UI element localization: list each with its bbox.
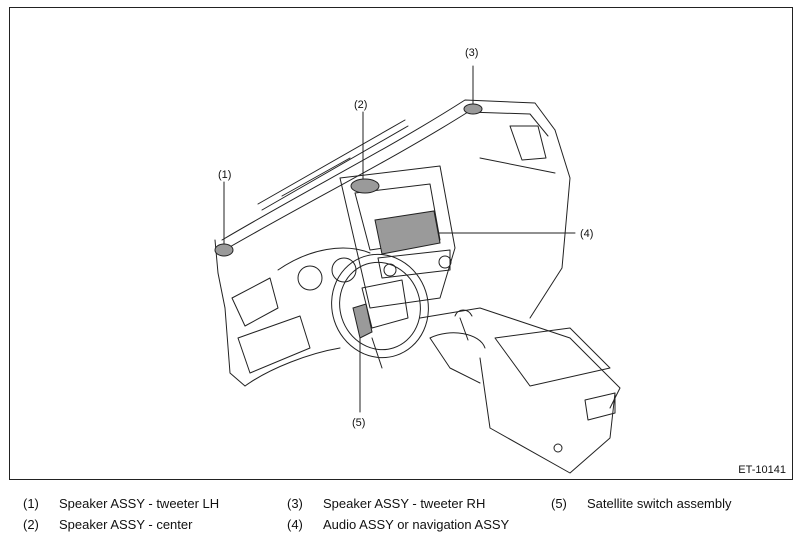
legend-num: (3): [287, 496, 303, 511]
diagram-frame: (1) (2) (3) (4) (5) ET-10141: [9, 7, 793, 480]
steering-wheel-rim: [331, 253, 429, 359]
steering-column: [371, 337, 383, 369]
legend-num: (2): [23, 517, 39, 532]
dash-top-edge-inner: [227, 111, 549, 249]
callout-1: (1): [218, 169, 231, 181]
callout-4: (4): [580, 228, 593, 240]
legend-text: Speaker ASSY - tweeter LH: [59, 496, 220, 511]
console-side: [479, 357, 616, 474]
legend-text: Audio ASSY or navigation ASSY: [323, 517, 510, 532]
steering-wheel-rim-inner: [339, 261, 421, 351]
defrost-vent-2: [281, 157, 351, 197]
callout-3: (3): [465, 47, 478, 59]
dash-left-lower: [237, 315, 311, 374]
callout-5: (5): [352, 417, 365, 429]
figure-id: ET-10141: [738, 464, 786, 476]
legend-text: Satellite switch assembly: [587, 496, 732, 511]
legend-num: (4): [287, 517, 303, 532]
audio-unit-part: [374, 210, 441, 255]
legend-text: Speaker ASSY - tweeter RH: [323, 496, 486, 511]
gauge-left: [297, 265, 323, 291]
console-top: [419, 307, 621, 409]
dash-left-side: [214, 239, 246, 387]
dash-right-vent: [509, 125, 547, 161]
legend-num: (5): [551, 496, 567, 511]
cluster-hood: [277, 247, 371, 271]
dash-lower-curve: [244, 347, 341, 387]
dash-right-trim: [479, 157, 556, 174]
center-speaker-part: [350, 178, 380, 194]
defrost-vent: [257, 119, 409, 211]
dashboard-illustration: (1) (2) (3) (4) (5): [214, 47, 621, 474]
climate-controls: [377, 249, 451, 279]
console-armrest: [494, 327, 611, 387]
gauge-right: [331, 257, 357, 283]
callout-2: (2): [354, 99, 367, 111]
legend: (1) Speaker ASSY - tweeter LH (2) Speake…: [0, 486, 804, 542]
shifter: [454, 309, 473, 341]
center-bezel: [354, 183, 441, 251]
dash-left-panel: [231, 277, 279, 327]
tweeter-rh-part: [463, 103, 483, 115]
console-rear-vent: [584, 392, 616, 421]
legend-text: Speaker ASSY - center: [59, 517, 193, 532]
dash-right-side: [529, 129, 571, 319]
legend-num: (1): [23, 496, 39, 511]
console-cupholder: [429, 332, 486, 349]
knob-right: [438, 255, 452, 269]
satellite-switch-part: [352, 303, 373, 339]
console-port: [553, 443, 563, 453]
console-lower: [429, 337, 481, 384]
center-stack-outline: [339, 165, 456, 309]
tweeter-lh-part: [214, 243, 234, 257]
